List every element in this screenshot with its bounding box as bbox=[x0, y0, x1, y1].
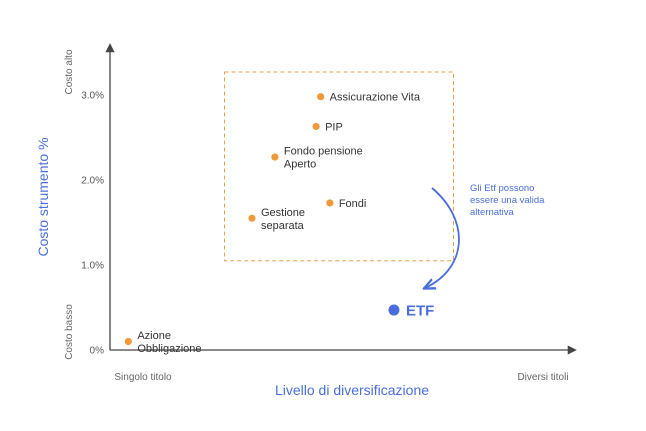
y-side-label-top: Costo alto bbox=[64, 49, 75, 94]
data-point-label: Fondi bbox=[339, 198, 367, 210]
x-end-label-left: Singolo titolo bbox=[114, 372, 172, 383]
data-point-label: Aperto bbox=[284, 159, 316, 171]
data-point-label: separata bbox=[261, 220, 305, 232]
annotation-text: essere una valida bbox=[470, 195, 545, 206]
y-axis-title: Costo strumento % bbox=[35, 137, 51, 256]
data-point bbox=[326, 199, 334, 207]
y-tick-label: 0% bbox=[90, 346, 105, 357]
y-tick-label: 2.0% bbox=[81, 176, 104, 187]
data-point-label: Assicurazione Vita bbox=[330, 92, 421, 104]
data-point-label: Fondo pensione bbox=[284, 146, 363, 158]
x-end-label-right: Diversi titoli bbox=[517, 372, 568, 383]
data-point-label: Gestione bbox=[261, 207, 305, 219]
annotation-arrow bbox=[425, 187, 460, 288]
x-axis-title: Livello di diversificazione bbox=[275, 382, 429, 398]
etf-point bbox=[388, 304, 400, 316]
data-point bbox=[248, 214, 256, 222]
data-point bbox=[317, 93, 325, 101]
annotation-text: alternativa bbox=[470, 207, 515, 218]
data-point-label: PIP bbox=[325, 121, 343, 133]
data-point bbox=[124, 337, 132, 346]
etf-label: ETF bbox=[406, 303, 434, 320]
annotation-text: Gli Etf possono bbox=[470, 183, 534, 194]
data-point-label: Azione bbox=[137, 330, 171, 342]
highlight-region-box bbox=[224, 71, 454, 262]
y-tick-label: 1.0% bbox=[81, 261, 104, 272]
y-side-label-bottom: Costo basso bbox=[64, 304, 75, 360]
data-point bbox=[312, 122, 320, 131]
data-point-label: Obbligazione bbox=[137, 343, 201, 355]
data-point bbox=[271, 153, 279, 161]
y-tick-label: 3.0% bbox=[81, 91, 104, 102]
